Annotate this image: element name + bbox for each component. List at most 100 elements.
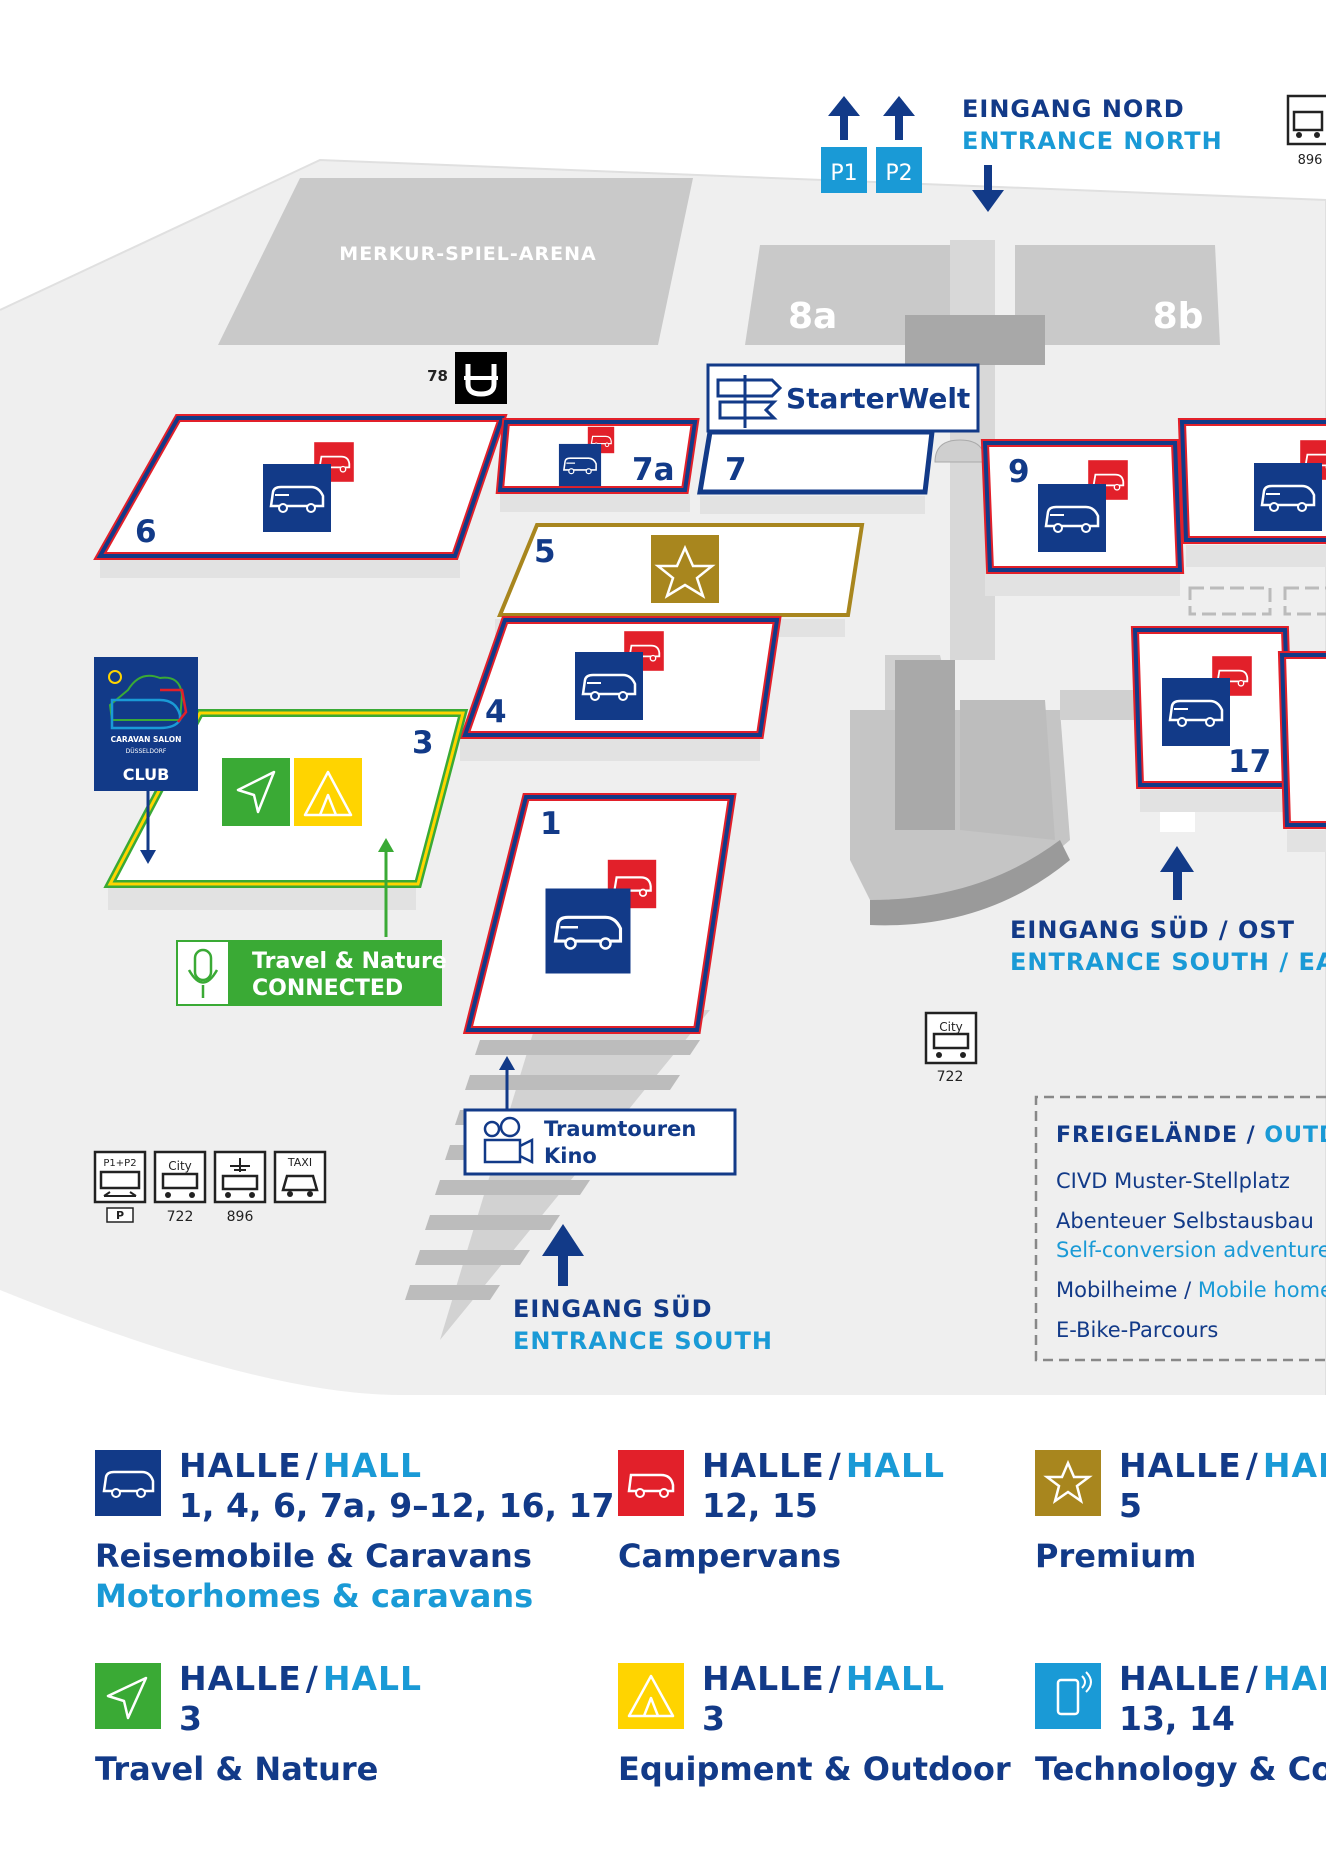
tram-78-number: 78 bbox=[427, 367, 448, 385]
legend-label-de: Technology & Communication bbox=[1035, 1750, 1326, 1788]
legend-halls: 1, 4, 6, 7a, 9–12, 16, 17 bbox=[179, 1486, 615, 1525]
legend-label-de: Premium bbox=[1035, 1537, 1197, 1575]
hall-9-label: 9 bbox=[1008, 454, 1030, 490]
svg-text:TAXI: TAXI bbox=[287, 1156, 312, 1169]
legend-label-de: Equipment & Outdoor bbox=[618, 1750, 1011, 1788]
entrance-north-en: ENTRANCE NORTH bbox=[962, 127, 1223, 155]
legend-halls: 3 bbox=[702, 1699, 725, 1738]
svg-text:P2: P2 bbox=[885, 161, 912, 186]
city-bus-icon[interactable]: City bbox=[924, 1011, 978, 1065]
city-bus-icon[interactable]: City bbox=[153, 1150, 207, 1204]
motorhome-icon bbox=[558, 443, 602, 487]
traumtouren-line2: Kino bbox=[544, 1144, 597, 1168]
legend-title: HALLE/HALL bbox=[179, 1446, 423, 1485]
parking-box bbox=[106, 1207, 134, 1223]
city-bus-legend-number: 722 bbox=[167, 1209, 194, 1225]
legend-title: HALLE/HALL bbox=[1119, 1450, 1326, 1485]
entrance-south-de: EINGANG SÜD bbox=[513, 1293, 713, 1323]
airport-bus-legend-number: 896 bbox=[227, 1209, 254, 1225]
travel-nature-line2: CONNECTED bbox=[252, 976, 403, 1001]
movie-camera-icon bbox=[483, 1116, 534, 1165]
city-bus-722-number: 722 bbox=[937, 1069, 964, 1085]
traumtouren-line1: Traumtouren bbox=[544, 1117, 696, 1141]
outdoor-item-ebike: E-Bike-Parcours bbox=[1056, 1318, 1218, 1342]
outdoor-item-self-conversion: Self-conversion adventure bbox=[1056, 1238, 1326, 1262]
hall-3-label: 3 bbox=[412, 725, 434, 761]
entrance-south-en: ENTRANCE SOUTH bbox=[513, 1327, 773, 1355]
down-arrow-icon bbox=[972, 165, 1004, 212]
motorhome-icon bbox=[1036, 482, 1108, 554]
parking-p2[interactable]: P2 bbox=[876, 147, 922, 193]
legend-halls: 12, 15 bbox=[702, 1486, 818, 1525]
motorhome-icon bbox=[1160, 676, 1232, 748]
tent-icon bbox=[618, 1663, 684, 1729]
shuttle-bus-icon[interactable]: P1+P2 bbox=[93, 1150, 147, 1204]
hall-4-label: 4 bbox=[485, 694, 507, 730]
outdoor-area-box[interactable] bbox=[1034, 1095, 1326, 1362]
up-arrow-icon bbox=[828, 96, 915, 140]
svg-text:City: City bbox=[939, 1020, 963, 1034]
up-arrow-icon bbox=[1160, 846, 1194, 900]
smartphone-icon bbox=[1035, 1663, 1101, 1729]
club-logo-icon bbox=[108, 670, 188, 730]
star-icon bbox=[1035, 1450, 1101, 1516]
hall-7-label: 7 bbox=[725, 452, 747, 488]
airport-bus-icon[interactable] bbox=[1286, 94, 1326, 146]
paper-plane-icon bbox=[222, 758, 290, 826]
airport-bus-icon[interactable] bbox=[213, 1150, 267, 1204]
hall-8a-label: 8a bbox=[788, 296, 837, 337]
starterwelt-label: StarterWelt bbox=[786, 382, 970, 415]
hall-8a bbox=[745, 245, 950, 345]
legend-premium: HALLE/HALL 5 Premium bbox=[1035, 1450, 1326, 1580]
hall-1-label: 1 bbox=[540, 806, 562, 842]
legend-technology: HALLE/HALL 13, 14 Technology & Communica… bbox=[1035, 1663, 1326, 1793]
svg-text:City: City bbox=[168, 1159, 192, 1173]
hall-7a-label: 7a bbox=[632, 452, 675, 488]
up-arrow-icon bbox=[542, 1224, 584, 1286]
club-line2: DÜSSELDORF bbox=[126, 748, 167, 755]
motorhome-icon bbox=[1252, 461, 1324, 533]
signpost-icon bbox=[716, 375, 783, 428]
hall-6-label: 6 bbox=[135, 514, 157, 550]
legend-title: HALLE/HALL bbox=[1119, 1663, 1326, 1698]
legend-label-de: Reisemobile & Caravans bbox=[95, 1537, 532, 1575]
bus-896-number: 896 bbox=[1298, 153, 1323, 168]
taxi-icon[interactable]: TAXI bbox=[273, 1150, 327, 1204]
traumtouren-kino-sign[interactable] bbox=[463, 1108, 737, 1176]
entrance-north-de: EINGANG NORD bbox=[962, 95, 1185, 123]
legend-label-de: Campervans bbox=[618, 1537, 842, 1575]
merkur-spiel-arena bbox=[218, 178, 693, 345]
club-line3: CLUB bbox=[123, 765, 170, 784]
parking-p1[interactable]: P1 bbox=[821, 147, 867, 193]
legend-halls: 13, 14 bbox=[1119, 1699, 1235, 1738]
starterwelt-sign[interactable] bbox=[706, 363, 980, 433]
legend-label-de: Travel & Nature bbox=[95, 1750, 379, 1788]
arena-label: MERKUR-SPIEL-ARENA bbox=[339, 243, 596, 265]
hall-17-label: 17 bbox=[1228, 744, 1271, 780]
legend-label-en: Motorhomes & caravans bbox=[95, 1577, 534, 1615]
legend-title: HALLE/HALL bbox=[179, 1659, 423, 1698]
hall-8b bbox=[1015, 245, 1220, 345]
parking-legend-number: P bbox=[116, 1209, 124, 1222]
motorhome-icon bbox=[543, 886, 633, 976]
svg-text:P1: P1 bbox=[830, 161, 857, 186]
outdoor-title: FREIGELÄNDE / OUTDOOR bbox=[1056, 1122, 1326, 1148]
microphone-icon bbox=[187, 948, 219, 998]
legend-halls: 5 bbox=[1119, 1486, 1142, 1525]
outdoor-item-civd: CIVD Muster-Stellplatz bbox=[1056, 1169, 1290, 1193]
hall-8b-label: 8b bbox=[1153, 296, 1204, 337]
motorhome-icon bbox=[261, 462, 333, 534]
outdoor-item-selbstausbau: Abenteuer Selbstausbau bbox=[1056, 1209, 1314, 1233]
hall-5-label: 5 bbox=[534, 534, 556, 570]
svg-text:P1+P2: P1+P2 bbox=[103, 1158, 136, 1169]
legend-title: HALLE/HALL bbox=[702, 1659, 946, 1698]
entrance-southeast-en: ENTRANCE SOUTH / EAST bbox=[1010, 948, 1326, 976]
legend-title: HALLE/HALL bbox=[702, 1446, 946, 1485]
club-line1: CARAVAN SALON bbox=[111, 735, 182, 744]
paper-plane-icon bbox=[95, 1663, 161, 1729]
outdoor-item-mobilheime: Mobilheime / Mobile homes bbox=[1056, 1278, 1326, 1302]
campervan-icon bbox=[618, 1450, 684, 1516]
entrance-southeast-de: EINGANG SÜD / OST bbox=[1010, 914, 1295, 944]
travel-nature-line1: Travel & Nature bbox=[252, 949, 447, 974]
